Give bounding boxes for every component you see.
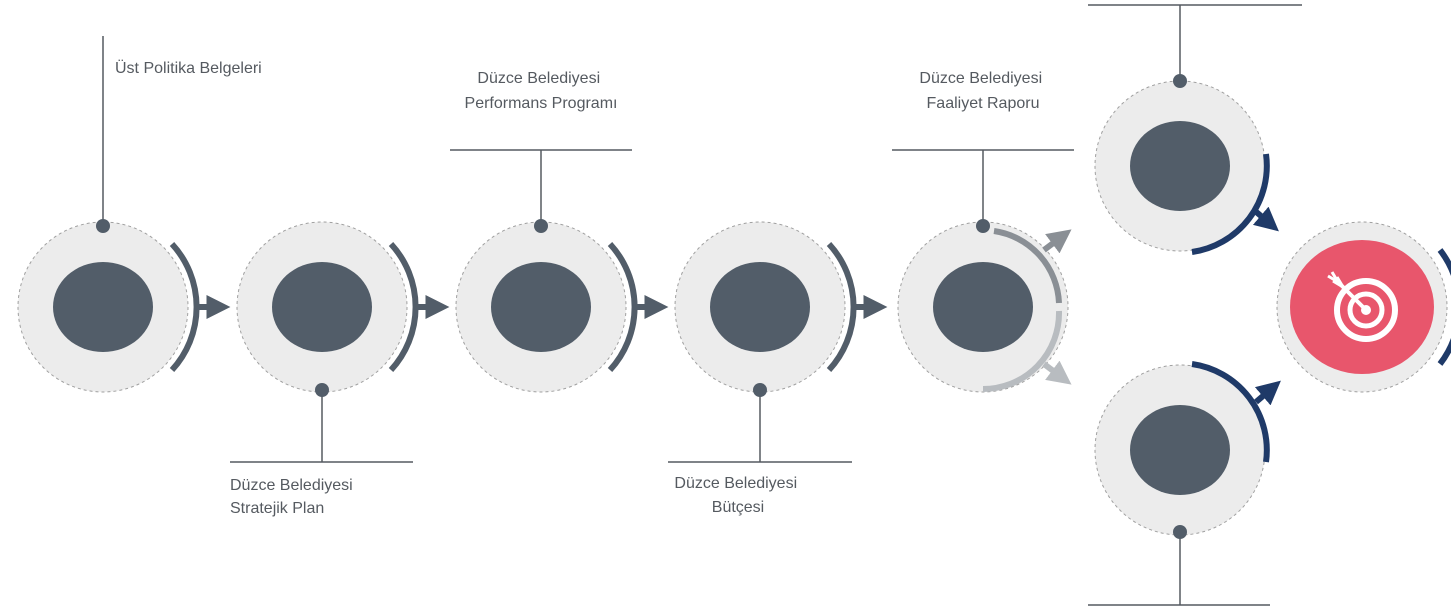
progress-arc (1191, 361, 1270, 463)
node-label: Düzce Belediyesi Performans Programı (465, 70, 618, 112)
anchor-dot (96, 219, 110, 233)
node-butce: Düzce Belediyesi Bütçesi (668, 221, 888, 516)
inner-core (710, 262, 810, 352)
inner-core (1130, 405, 1230, 495)
progress-arc-upper (993, 228, 1062, 304)
node-target (1276, 221, 1451, 393)
node-label: Düzce Belediyesi Bütçesi (674, 475, 801, 516)
anchor-dot (976, 219, 990, 233)
anchor-dot (534, 219, 548, 233)
progress-arc-lower (982, 310, 1063, 392)
node-ust-politika: Üst Politika Belgeleri (17, 36, 262, 393)
node-stratejik-plan: Düzce Belediyesi Stratejik Plan (230, 221, 450, 517)
progress-arc (1191, 153, 1270, 255)
inner-core (53, 262, 153, 352)
anchor-dot (1173, 525, 1187, 539)
anchor-dot (315, 383, 329, 397)
anchor-dot (753, 383, 767, 397)
inner-core (491, 262, 591, 352)
node-label: Üst Politika Belgeleri (115, 59, 262, 77)
node-faaliyet-raporu: Düzce Belediyesi Faaliyet Raporu (892, 70, 1074, 393)
branch-arrow (1252, 206, 1279, 232)
branch-arrow-up (1042, 229, 1072, 254)
branch-arrow-down (1042, 360, 1072, 385)
node-performans-programi: Düzce Belediyesi Performans Programı (450, 70, 669, 393)
node-upper-branch (1088, 4, 1302, 255)
inner-core (1130, 121, 1230, 211)
inner-core (933, 262, 1033, 352)
branch-arrow (1254, 380, 1281, 406)
inner-core (272, 262, 372, 352)
node-label: Düzce Belediyesi Faaliyet Raporu (919, 70, 1046, 112)
progress-arc (1437, 248, 1451, 366)
target-icon (1327, 271, 1398, 342)
node-lower-branch (1088, 361, 1281, 606)
anchor-dot (1173, 74, 1187, 88)
node-label: Düzce Belediyesi Stratejik Plan (230, 477, 357, 517)
